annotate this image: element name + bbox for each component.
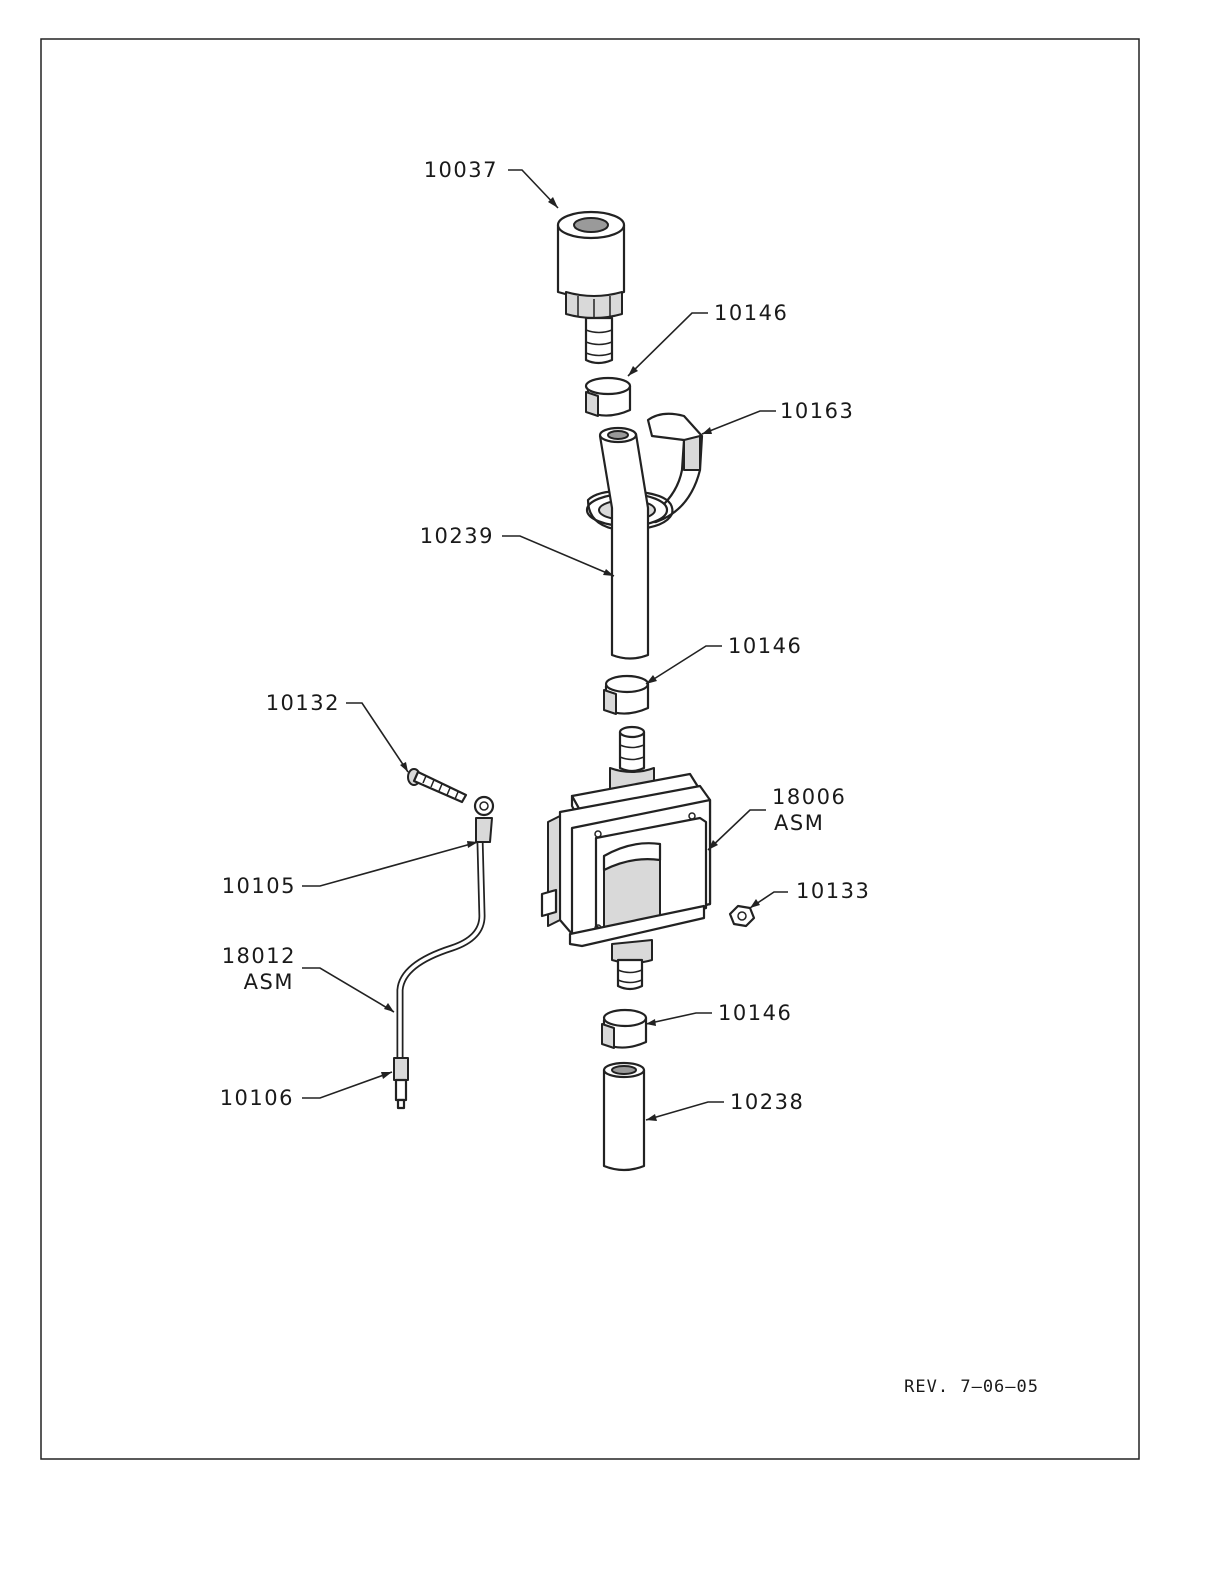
callout-10133: 10133 <box>796 879 870 903</box>
part-18006-pump-assembly <box>542 727 710 989</box>
callout-18012: 18012 <box>222 944 296 968</box>
part-10133-nut <box>730 906 754 926</box>
callout-10037: 10037 <box>424 158 498 182</box>
part-10106-terminal <box>394 1058 408 1108</box>
part-10105-ring-terminal <box>475 797 493 842</box>
callout-18006: 18006 <box>772 785 846 809</box>
callout-labels: 10037 10146 10163 10239 10146 10132 1800… <box>220 158 871 1114</box>
callout-10238: 10238 <box>730 1090 804 1114</box>
part-18012-wire-assembly <box>400 840 482 1060</box>
callout-18006-asm: ASM <box>774 811 824 835</box>
callout-10146-upper: 10146 <box>714 301 788 325</box>
part-10037-fitting <box>558 212 624 363</box>
callout-10146-lower: 10146 <box>718 1001 792 1025</box>
callout-10239: 10239 <box>420 524 494 548</box>
part-10238-tube <box>604 1063 644 1170</box>
callout-10105: 10105 <box>222 874 296 898</box>
part-10146-clamp-middle <box>604 676 648 714</box>
part-10146-clamp-upper <box>586 378 630 416</box>
part-10132-screw <box>408 769 466 802</box>
callout-10146-middle: 10146 <box>728 634 802 658</box>
callout-18012-asm: ASM <box>244 970 294 994</box>
part-10146-clamp-lower <box>602 1010 646 1048</box>
callout-10132: 10132 <box>266 691 340 715</box>
callout-10163: 10163 <box>780 399 854 423</box>
part-10239-tube <box>600 428 648 659</box>
callout-10106: 10106 <box>220 1086 294 1110</box>
revision-note: REV. 7–06–05 <box>904 1377 1039 1397</box>
